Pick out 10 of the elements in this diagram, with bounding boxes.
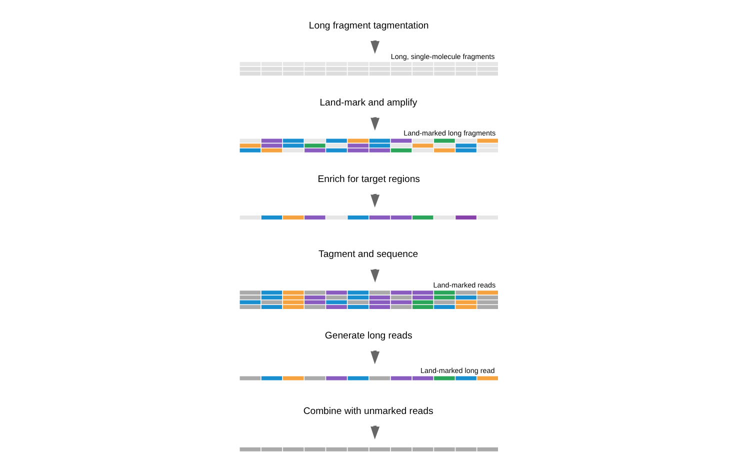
- node-text: Tagment and sequence: [318, 249, 418, 260]
- node-text: Land-mark and amplify: [319, 97, 417, 108]
- node-text: Combine with unmarked reads: [302, 406, 433, 417]
- node-text: Long fragment tagmentation: [308, 20, 428, 32]
- node-label: Long, single-molecule fragments: [390, 52, 494, 61]
- node-label: Land-marked reads: [432, 280, 496, 290]
- node-label: Land-marked long read: [420, 366, 494, 376]
- node-label: Land-marked long fragments: [403, 128, 496, 138]
- node-text: Enrich for target regions: [317, 174, 420, 186]
- node-text: Generate long reads: [324, 330, 412, 342]
